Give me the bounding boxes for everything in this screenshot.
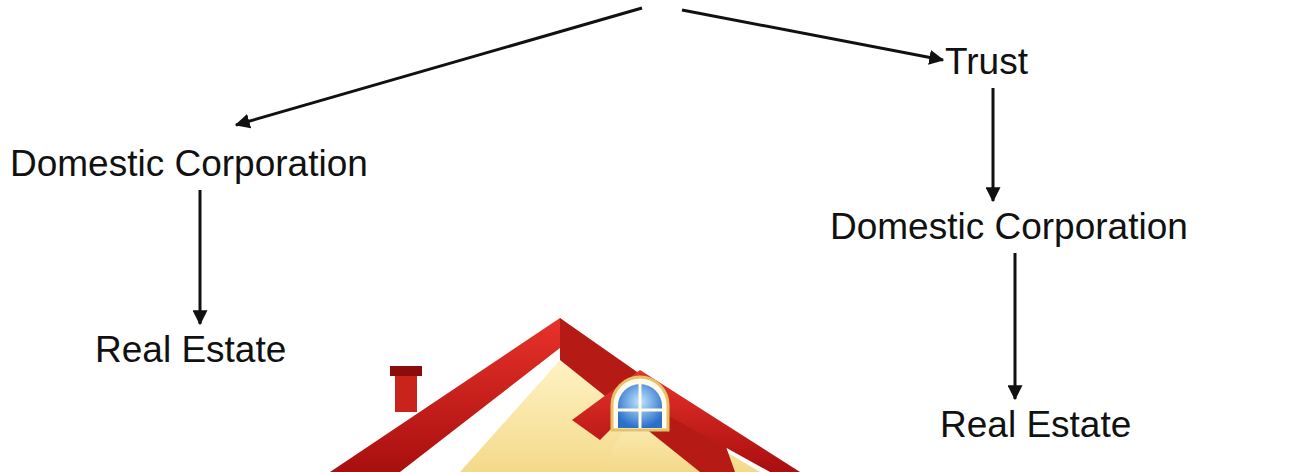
- window-bar: [639, 384, 642, 428]
- node-label: Domestic Corporation: [830, 205, 1188, 249]
- ownership-arrow: [199, 190, 202, 324]
- node-label: Real Estate: [940, 403, 1131, 447]
- roof: [330, 318, 578, 472]
- entity-node: Domestic Corporation: [8, 142, 370, 186]
- ownership-arrow: [992, 88, 995, 201]
- node-label: Real Estate: [95, 328, 286, 372]
- entity-node: Domestic Corporation: [828, 205, 1190, 249]
- incoming-arrow: [682, 10, 943, 60]
- incoming-arrow: [236, 8, 642, 125]
- ownership-arrow: [1014, 253, 1017, 399]
- roof: [560, 318, 735, 472]
- entity-node: Real Estate: [938, 403, 1133, 447]
- node-label: Trust: [945, 40, 1028, 84]
- entity-node: Trust: [943, 40, 1030, 84]
- house-illustration: [330, 318, 800, 472]
- window: [618, 384, 662, 428]
- chimney-cap: [390, 366, 422, 376]
- chimney: [395, 372, 417, 412]
- node-label: Domestic Corporation: [10, 142, 368, 186]
- roof: [572, 370, 800, 472]
- window-bar: [618, 409, 662, 412]
- entity-node: Real Estate: [93, 328, 288, 372]
- window-frame: [612, 377, 668, 430]
